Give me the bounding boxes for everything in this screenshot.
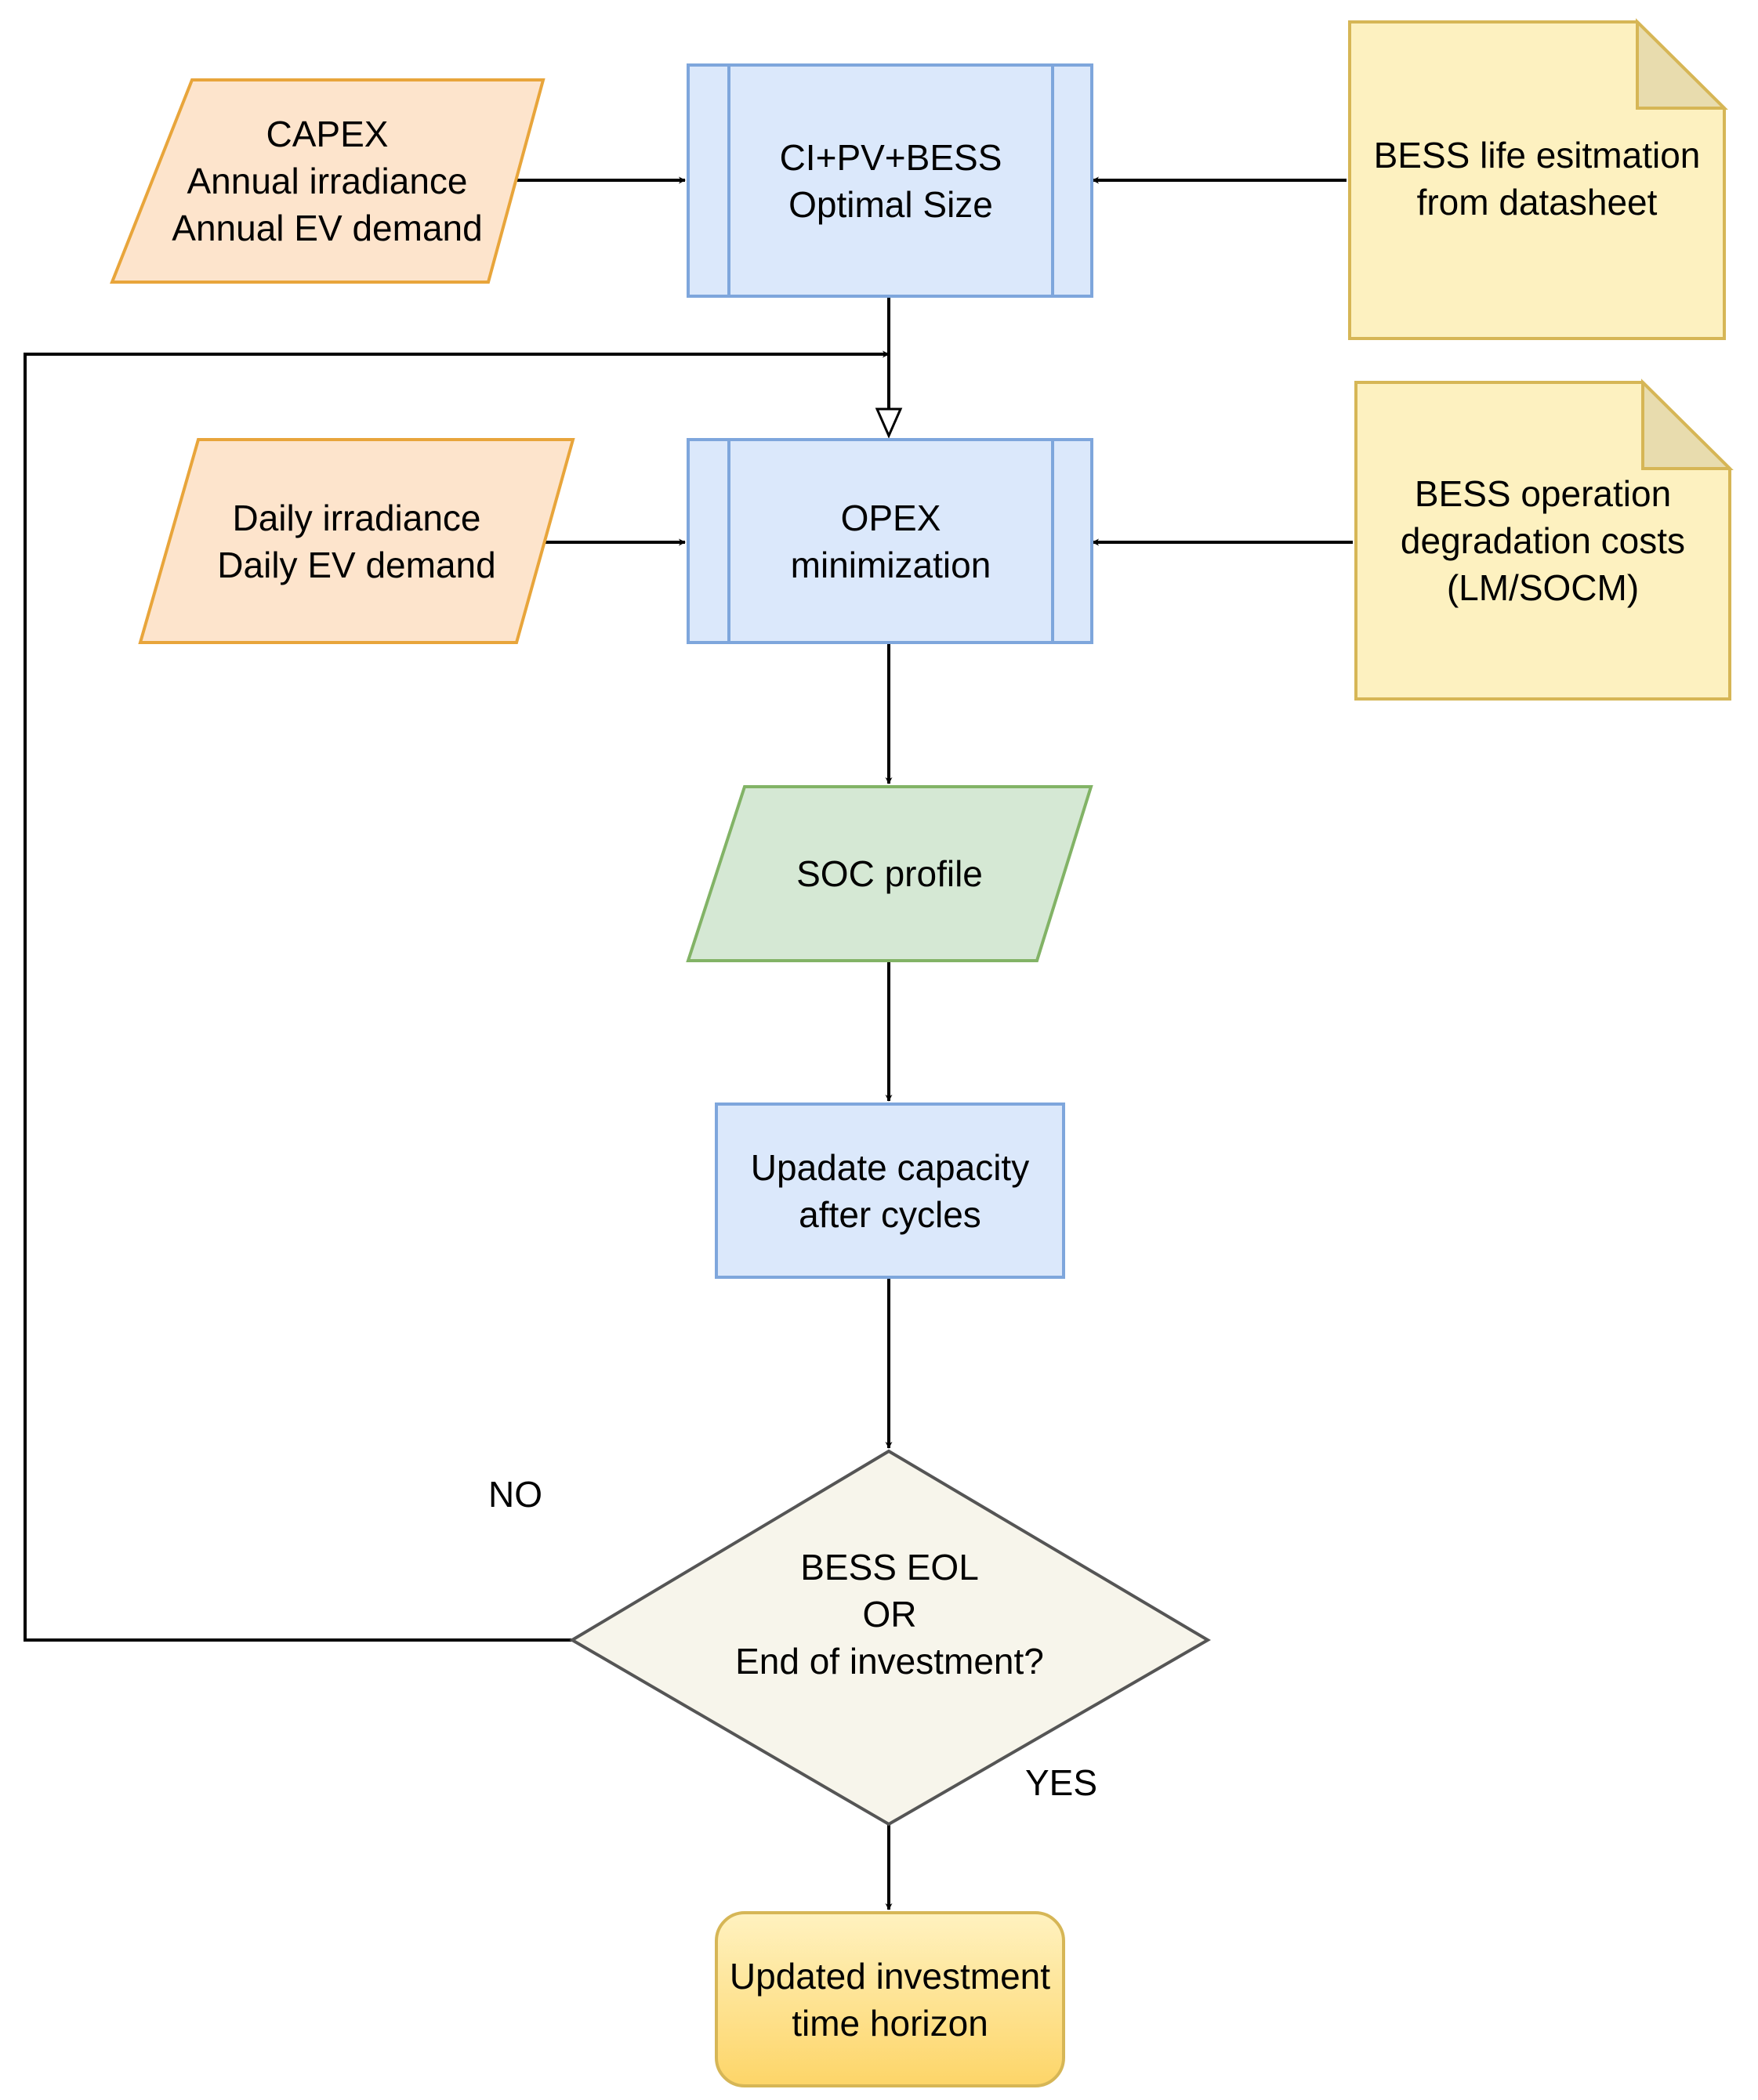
- degradation-label: BESS operation degradation costs (LM/SOC…: [1356, 382, 1730, 699]
- yes-label: YES: [1025, 1762, 1098, 1803]
- optimal-size-label: CI+PV+BESS Optimal Size: [729, 65, 1053, 296]
- connectors: [24, 176, 1353, 1910]
- degradation-line-3: (LM/SOCM): [1446, 567, 1640, 608]
- opex-shape: [687, 438, 1093, 644]
- no-label: NO: [488, 1474, 542, 1515]
- soc-line-1: SOC profile: [796, 853, 983, 894]
- bess-life-line-1: BESS life esitmation: [1373, 135, 1701, 176]
- decision-line-1: BESS EOL: [800, 1547, 979, 1588]
- degradation-note-shape: [1354, 378, 1734, 701]
- capex-line-1: CAPEX: [266, 114, 389, 154]
- daily-line-1: Daily irradiance: [232, 497, 481, 538]
- bess-life-note-shape: [1348, 18, 1728, 340]
- update-capacity-label: Upadate capacity after cycles: [716, 1104, 1064, 1277]
- horizon-label: Updated investment time horizon: [716, 1913, 1064, 2086]
- soc-profile-shape: [686, 785, 1093, 962]
- capex-line-2: Annual irradiance: [187, 161, 468, 201]
- capex-input-label: CAPEX Annual irradiance Annual EV demand: [118, 80, 537, 282]
- daily-input-label: Daily irradiance Daily EV demand: [157, 440, 556, 643]
- optimal-size-line-1: CI+PV+BESS: [779, 136, 1002, 178]
- optimal-size-shape: [687, 63, 1093, 298]
- open-arrowhead: [875, 407, 903, 439]
- decision-label: BESS EOL OR End of investment?: [690, 1520, 1089, 1708]
- edge-no-loop-back: [24, 350, 890, 1642]
- opex-line-1: OPEX: [840, 497, 941, 538]
- opex-line-2: minimization: [790, 544, 991, 585]
- horizon-shape: [715, 1911, 1065, 2087]
- daily-line-2: Daily EV demand: [217, 544, 496, 585]
- soc-profile-label: SOC profile: [705, 787, 1074, 961]
- bess-life-label: BESS life esitmation from datasheet: [1350, 22, 1724, 339]
- degradation-line-2: degradation costs: [1400, 520, 1686, 561]
- update-line-1: Upadate capacity: [750, 1146, 1030, 1188]
- horizon-line-2: time horizon: [792, 2002, 988, 2044]
- update-capacity-shape: [715, 1102, 1065, 1279]
- decision-line-2: OR: [862, 1594, 917, 1635]
- horizon-line-1: Updated investment: [729, 1955, 1051, 1997]
- decision-line-3: End of investment?: [735, 1641, 1044, 1682]
- degradation-line-1: BESS operation: [1414, 473, 1672, 514]
- update-line-2: after cycles: [799, 1193, 981, 1235]
- bess-life-line-2: from datasheet: [1416, 182, 1658, 223]
- optimal-size-line-2: Optimal Size: [788, 183, 993, 225]
- capex-input-shape: [110, 78, 546, 284]
- capex-line-3: Annual EV demand: [172, 208, 483, 248]
- daily-input-shape: [138, 438, 575, 644]
- decision-shape: [569, 1449, 1211, 1827]
- opex-label: OPEX minimization: [729, 440, 1053, 643]
